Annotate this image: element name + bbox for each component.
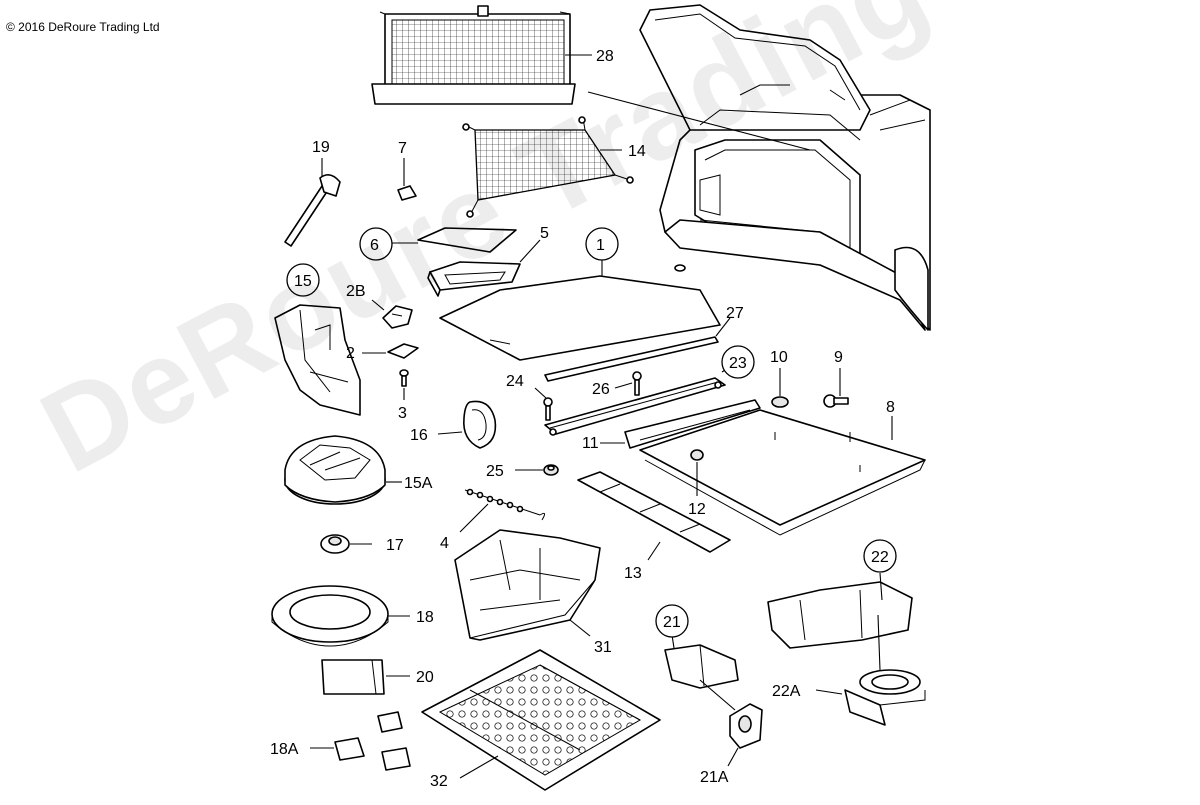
part-4-chain — [464, 488, 546, 521]
part-2b-clip — [382, 305, 413, 329]
part-12-nut — [690, 449, 704, 461]
callout-21a: 21A — [700, 769, 729, 786]
part-6-cover-panel — [417, 227, 517, 253]
part-22a-ratchet-strap — [844, 669, 926, 726]
part-21a-bracket — [729, 703, 763, 749]
part-16-strap — [463, 400, 497, 449]
part-7-clip — [397, 180, 417, 201]
callout-12: 12 — [688, 501, 706, 518]
part-28-cargo-net-cassette — [371, 5, 576, 105]
part-18a-blocks — [334, 711, 411, 771]
callout-22: 22 — [871, 549, 889, 566]
callout-circle-22 — [863, 539, 897, 573]
callout-2b: 2B — [346, 283, 366, 300]
part-20-pouch — [321, 659, 385, 695]
part-3-screw — [399, 369, 409, 387]
leader-28-to-car — [587, 91, 811, 151]
callout-1: 1 — [596, 237, 605, 254]
callout-10: 10 — [770, 349, 788, 366]
copyright-notice: © 2016 DeRoure Trading Ltd — [6, 20, 160, 34]
callout-17: 17 — [386, 537, 404, 554]
part-32-floor-tray — [421, 649, 661, 791]
callout-circle-15 — [286, 263, 320, 297]
callout-circle-1 — [585, 227, 619, 261]
callout-circle-21 — [655, 604, 689, 638]
callout-circle-23 — [721, 345, 755, 379]
callout-16: 16 — [410, 427, 428, 444]
callout-3: 3 — [398, 405, 407, 422]
callout-19: 19 — [312, 139, 330, 156]
part-24-bolt — [543, 397, 553, 421]
part-14-cargo-net — [462, 116, 634, 218]
part-19-tool-rod — [284, 174, 341, 247]
callout-13: 13 — [624, 565, 642, 582]
car-rear-illustration — [639, 4, 931, 331]
callout-22a: 22A — [772, 683, 801, 700]
callout-15: 15 — [294, 273, 312, 290]
callout-23: 23 — [729, 355, 747, 372]
callout-6: 6 — [370, 237, 379, 254]
part-22-tool-bag — [767, 581, 913, 649]
part-15a-spare-wheel-well — [284, 435, 386, 505]
part-11-bracket — [624, 399, 761, 449]
part-27-trim-strip — [544, 336, 719, 382]
callout-5: 5 — [540, 225, 549, 242]
callout-18a: 18A — [270, 741, 299, 758]
callout-28: 28 — [596, 48, 614, 65]
part-26-bolt — [632, 371, 642, 396]
callout-21: 21 — [663, 614, 681, 631]
part-23-rail — [544, 377, 726, 436]
callout-32: 32 — [430, 773, 448, 790]
part-8-floor-plate — [639, 409, 926, 536]
callout-2: 2 — [346, 345, 355, 362]
callout-15a: 15A — [404, 475, 433, 492]
part-15-jack-holder — [274, 304, 361, 416]
part-25-nut — [543, 464, 559, 476]
part-2-clip — [387, 343, 419, 359]
callout-20: 20 — [416, 669, 434, 686]
callout-31: 31 — [594, 639, 612, 656]
part-5-storage-tray — [427, 261, 521, 297]
part-9-screw — [823, 394, 849, 408]
part-21-bag — [664, 644, 739, 689]
callout-25: 25 — [486, 463, 504, 480]
callout-27: 27 — [726, 305, 744, 322]
callout-24: 24 — [506, 373, 524, 390]
part-17-holddown-bolt — [320, 534, 350, 554]
callout-circle-6 — [359, 227, 393, 261]
callout-14: 14 — [628, 143, 646, 160]
part-1-floor-panel — [439, 275, 721, 361]
part-31-tool-box — [454, 529, 601, 641]
callout-7: 7 — [398, 140, 407, 157]
callout-18: 18 — [416, 609, 434, 626]
callout-4: 4 — [440, 535, 449, 552]
part-13-mat-strip — [577, 471, 731, 553]
part-18-ring — [271, 585, 389, 647]
callout-11: 11 — [582, 435, 599, 452]
callout-9: 9 — [834, 349, 843, 366]
callout-26: 26 — [592, 381, 610, 398]
callout-8: 8 — [886, 399, 895, 416]
part-10-grommet — [771, 396, 789, 408]
